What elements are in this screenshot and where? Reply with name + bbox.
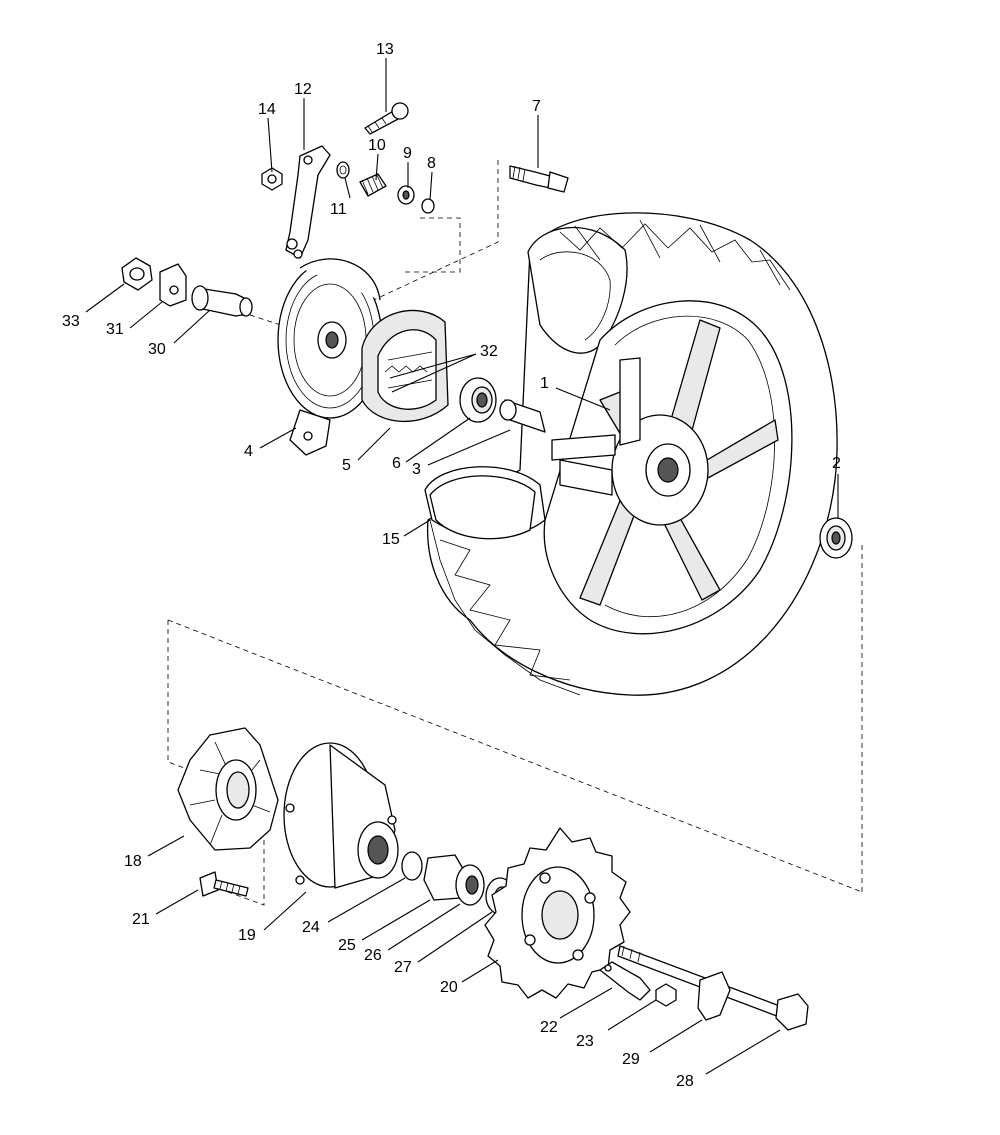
callout-14: 14	[258, 101, 276, 118]
callout-12: 12	[294, 81, 312, 98]
callout-19: 19	[238, 927, 256, 944]
small-hardware	[261, 102, 569, 214]
axle-sleeve-parts	[121, 257, 253, 317]
callout-30: 30	[148, 341, 166, 358]
callout-31: 31	[106, 321, 124, 338]
callout-23: 23	[576, 1033, 594, 1050]
callout-20: 20	[440, 979, 458, 996]
brake-shoes	[361, 309, 449, 423]
callout-33: 33	[62, 313, 80, 330]
callout-25: 25	[338, 937, 356, 954]
callout-29: 29	[622, 1051, 640, 1068]
sprocket-hub-flange	[283, 742, 399, 889]
callout-6: 6	[392, 455, 401, 472]
rear-sprocket	[484, 827, 631, 999]
callout-2: 2	[832, 455, 841, 472]
callout-1: 1	[540, 375, 549, 392]
axle-and-adjuster	[599, 945, 809, 1031]
callout-26: 26	[364, 947, 382, 964]
callout-27: 27	[394, 959, 412, 976]
callout-8: 8	[427, 155, 436, 172]
callout-10: 10	[368, 137, 386, 154]
callout-4: 4	[244, 443, 253, 460]
leader-lines	[85, 58, 839, 1075]
callout-3: 3	[412, 461, 421, 478]
bearings-and-spacer	[459, 377, 853, 559]
callout-labels: 13 14 12 10 9 8 7 11 33 31 30 32 1 4 5 6…	[62, 41, 841, 1090]
callout-13: 13	[376, 41, 394, 58]
callout-5: 5	[342, 457, 351, 474]
hub-bolt	[199, 871, 249, 897]
callout-24: 24	[302, 919, 320, 936]
callout-18: 18	[124, 853, 142, 870]
brake-panel	[277, 258, 383, 456]
callout-9: 9	[403, 145, 412, 162]
callout-22: 22	[540, 1019, 558, 1036]
callout-11: 11	[330, 201, 347, 218]
callout-15: 15	[382, 531, 400, 548]
wheel-rim-tire	[424, 212, 838, 696]
callout-21: 21	[132, 911, 150, 928]
callout-7: 7	[532, 98, 541, 115]
callout-32: 32	[480, 343, 498, 360]
hub-damper	[177, 727, 279, 851]
callout-28: 28	[676, 1073, 694, 1090]
brake-arm	[285, 145, 331, 259]
